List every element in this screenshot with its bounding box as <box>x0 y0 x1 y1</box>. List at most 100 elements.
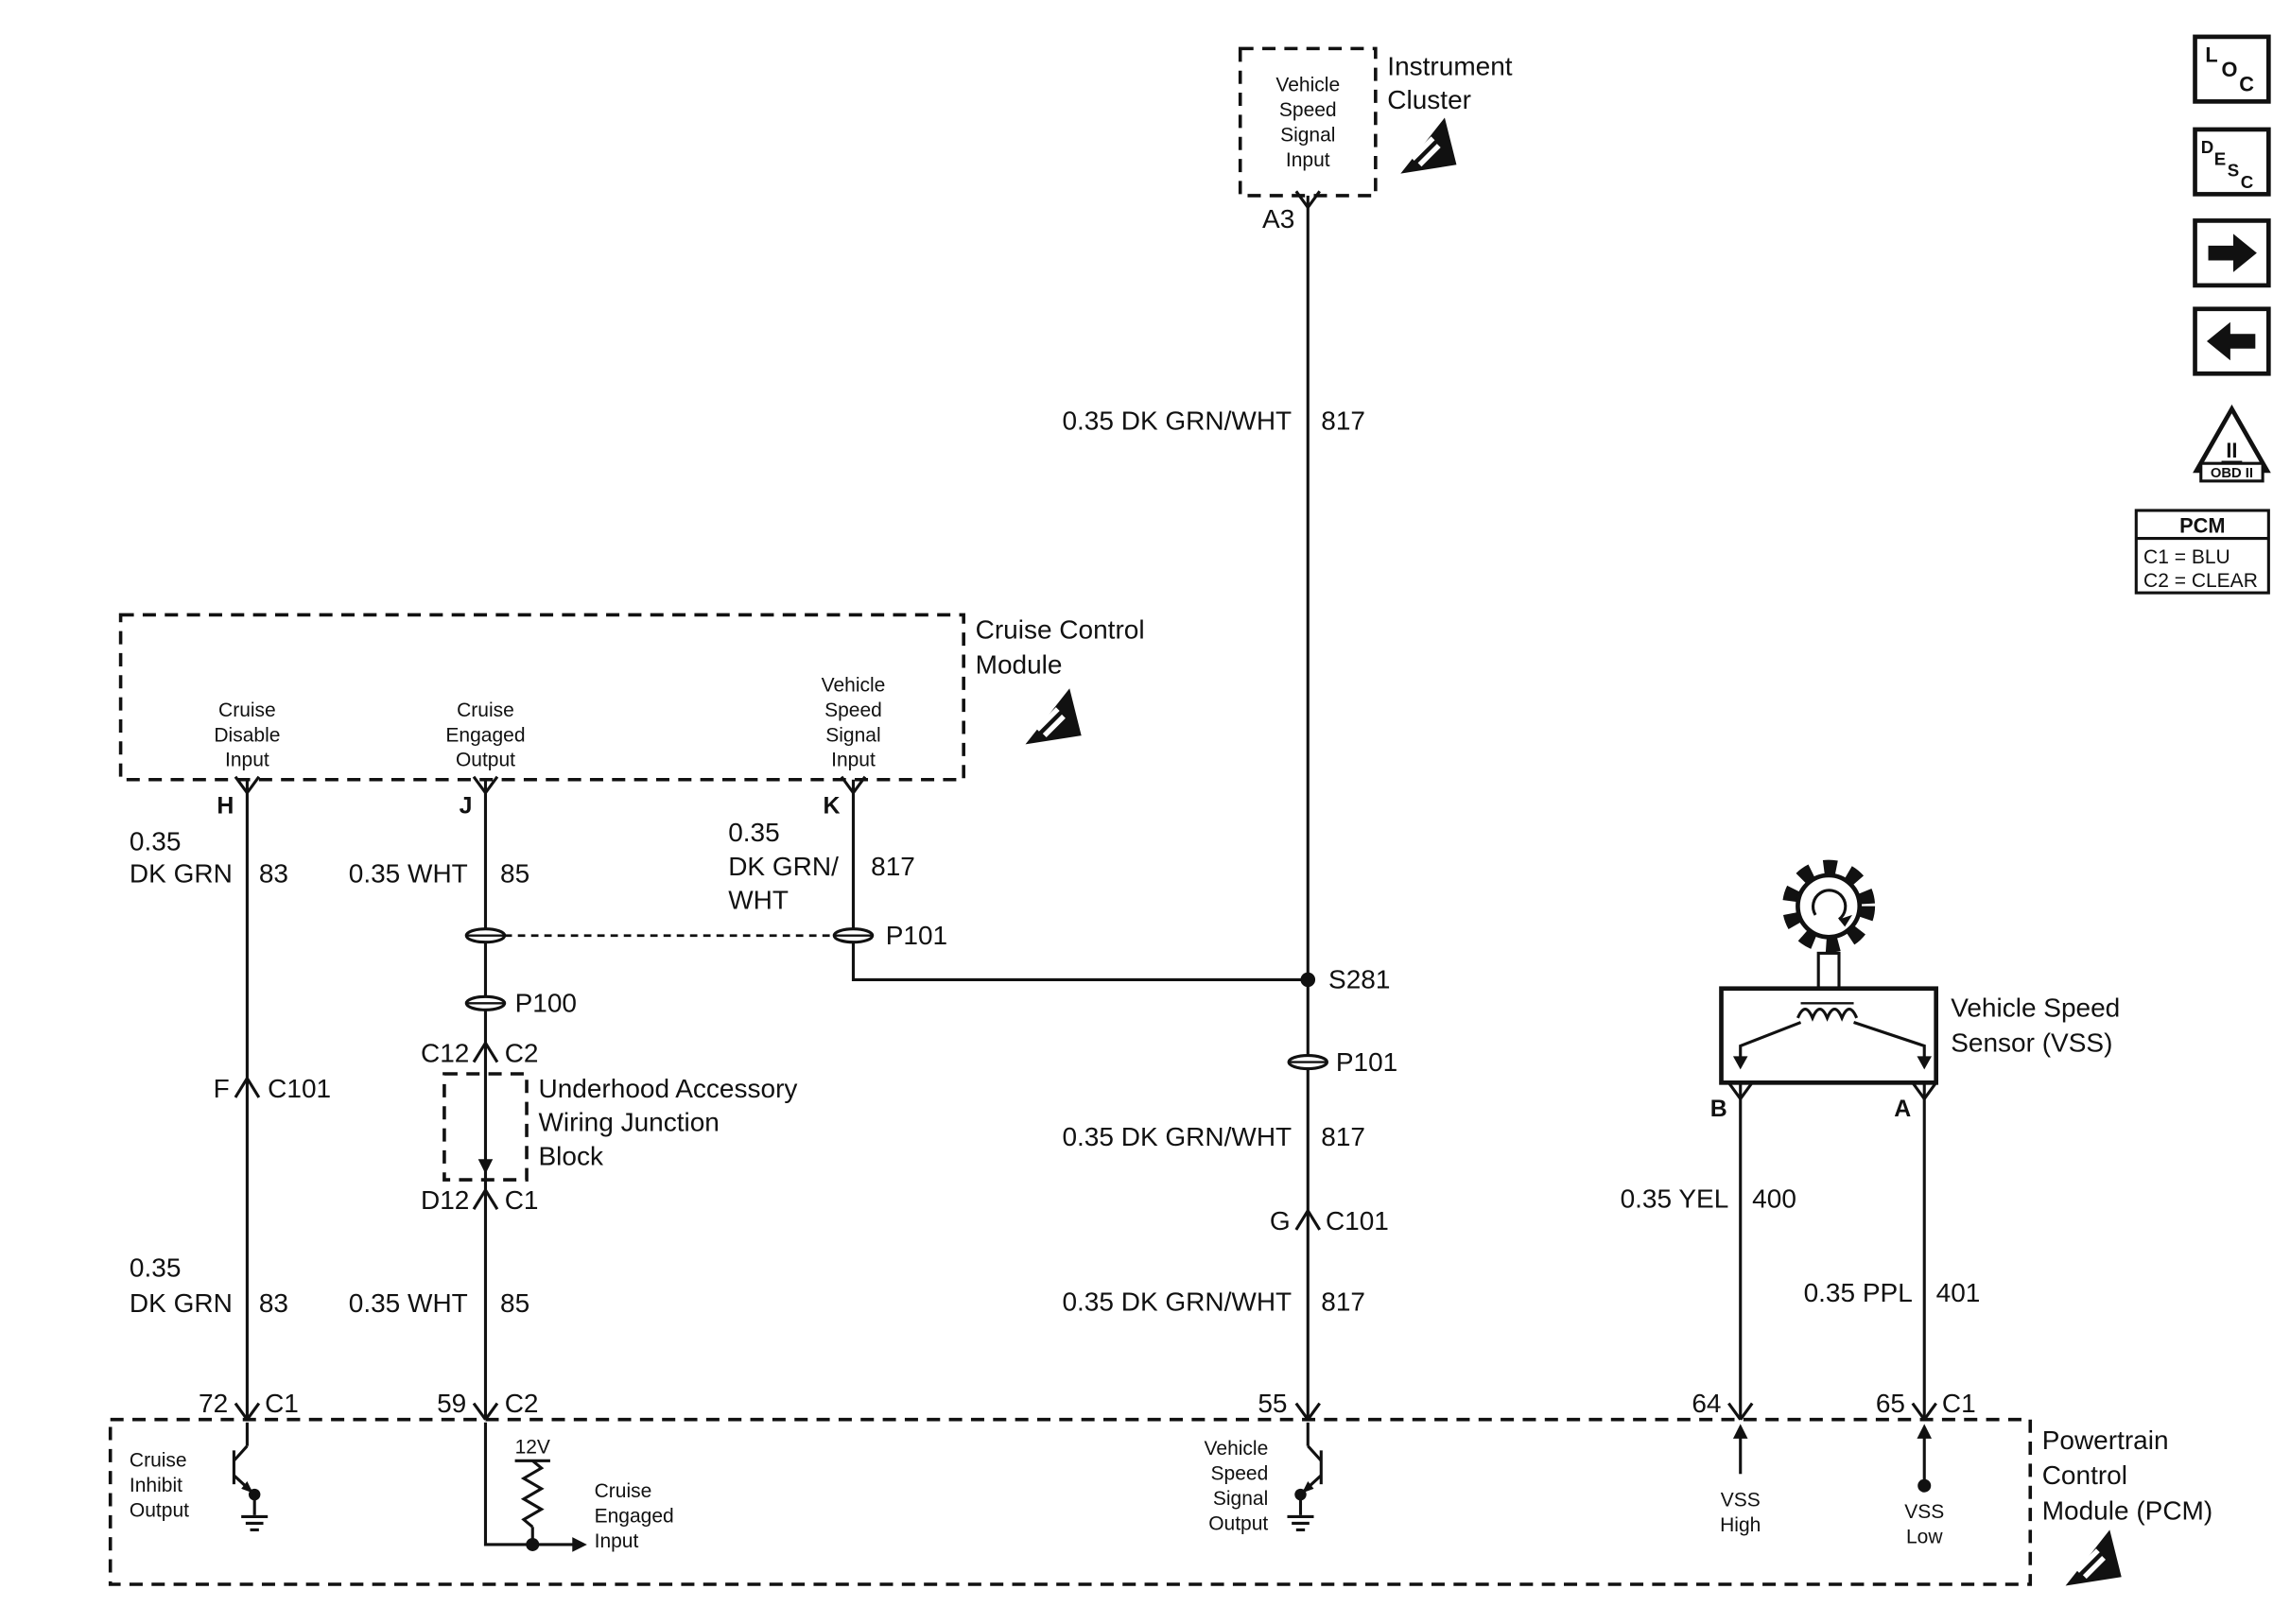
cruise-engaged-line3: Input <box>595 1530 639 1552</box>
vss-box <box>1719 986 1939 1085</box>
pin-65-conn: C1 <box>1942 1389 1976 1418</box>
wire-83-color-upper: DK GRN <box>130 859 233 889</box>
junction-block-arrow <box>477 1159 494 1174</box>
pin-h-label-line3: Input <box>225 750 269 771</box>
supply-12v-label: 12V <box>515 1436 550 1458</box>
pin-55-number: 55 <box>1258 1389 1287 1418</box>
loc-icon[interactable]: L O C <box>2193 34 2271 104</box>
connector-p101-k-label: P101 <box>886 921 947 950</box>
vss-lead-a-arrow <box>1917 1056 1933 1070</box>
connector-c101-f-label: C101 <box>268 1074 331 1103</box>
wire-85-label-upper: 0.35 WHT <box>349 859 468 889</box>
pin-72-number: 72 <box>199 1389 228 1418</box>
pcm-box <box>108 1417 2033 1586</box>
cruise-engaged-line2: Engaged <box>595 1506 674 1528</box>
wire-k-size: 0.35 <box>728 818 779 847</box>
wire-83-circuit-lower: 83 <box>259 1288 288 1318</box>
pin-b-letter: B <box>1710 1096 1727 1122</box>
vss-low-arrow <box>1917 1424 1933 1439</box>
wire-label-817-seg1: 0.35 DK GRN/WHT <box>1062 406 1292 435</box>
legend-column: L O C D E S C II OBD II PCM <box>2134 34 2271 595</box>
j-wire: 0.35 WHT 85 P100 C12 C2 Underhood Access… <box>349 779 835 1420</box>
desc-letter-c: C <box>2241 172 2253 192</box>
pin-k-label-line2: Speed <box>824 700 882 721</box>
pin-h-label-line1: Cruise <box>218 700 276 721</box>
loc-letter-o: O <box>2222 58 2238 81</box>
pin-j-label-line1: Cruise <box>457 700 514 721</box>
wire-label-817-seg3: 0.35 DK GRN/WHT <box>1062 1287 1292 1317</box>
pcm-title-line3: Module (PCM) <box>2042 1496 2212 1526</box>
vss-output-line4: Output <box>1208 1512 1268 1534</box>
wire-817-k-branch <box>851 779 1309 981</box>
h-wire: 0.35 DK GRN 83 F C101 0.35 DK GRN 83 <box>130 779 331 1420</box>
cruise-inhibit-line2: Inhibit <box>130 1475 182 1496</box>
cluster-signal-line1: Vehicle <box>1275 74 1340 95</box>
vss-output-line3: Signal <box>1213 1488 1268 1510</box>
desc-letter-d: D <box>2201 137 2213 157</box>
vss-low-line2: Low <box>1906 1526 1943 1547</box>
arrow-left-icon[interactable] <box>2193 306 2271 376</box>
cruise-engaged-line1: Cruise <box>595 1480 652 1502</box>
wire-83-size-lower: 0.35 <box>130 1253 181 1283</box>
loc-letter-c: C <box>2239 72 2254 95</box>
cluster-signal-line2: Speed <box>1279 99 1337 121</box>
junction-d12-label: D12 <box>421 1185 469 1215</box>
junction-title-line1: Underhood Accessory <box>538 1074 797 1103</box>
vss-output-line1: Vehicle <box>1205 1438 1269 1460</box>
vss-high-line1: VSS <box>1721 1490 1761 1512</box>
wire-circuit-817-seg1: 817 <box>1321 406 1365 435</box>
pin-k-letter: K <box>824 793 841 820</box>
wire-83-size-upper: 0.35 <box>130 826 181 855</box>
wire-85-circuit-lower: 85 <box>500 1288 529 1318</box>
vss-low-line1: VSS <box>1904 1501 1944 1523</box>
connector-c101-g-pin: G <box>1270 1206 1291 1235</box>
wire-k-color1: DK GRN/ <box>728 852 839 881</box>
connector-p100-label: P100 <box>515 989 577 1018</box>
connector-c101-f-pin: F <box>214 1074 230 1103</box>
desc-letter-e: E <box>2214 148 2226 168</box>
cluster-signal-line3: Signal <box>1280 124 1335 146</box>
wire-400-circuit: 400 <box>1752 1184 1796 1214</box>
pin-72-conn: C1 <box>265 1389 299 1418</box>
input-arrow-head <box>572 1537 587 1552</box>
cluster-signal-line4: Input <box>1286 149 1330 171</box>
wire-k-color2: WHT <box>728 886 789 915</box>
pin-59-number: 59 <box>437 1389 466 1418</box>
vss-high-line2: High <box>1720 1514 1761 1536</box>
vss-low-input: VSS Low <box>1904 1424 1944 1547</box>
obd-ii-icon[interactable]: II OBD II <box>2193 404 2271 483</box>
wire-401-label: 0.35 PPL <box>1804 1278 1913 1307</box>
splice-s281-label: S281 <box>1328 965 1390 994</box>
connector-p101-k-icon <box>832 927 875 944</box>
junction-c2-label: C2 <box>505 1039 539 1068</box>
vss-high-arrow <box>1732 1424 1748 1439</box>
main-signal-wire: 0.35 DK GRN/WHT 817 S281 P101 0.35 DK GR… <box>1062 195 1397 1420</box>
junction-c1-label: C1 <box>505 1185 539 1215</box>
pin-h-letter: H <box>217 793 234 820</box>
pcm-key-c2: C2 = CLEAR <box>2143 570 2258 592</box>
vss-lead-b-arrow <box>1732 1056 1748 1070</box>
cruise-control-module: Cruise Control Module Cruise Disable Inp… <box>118 613 1145 820</box>
pcm-key-c1: C1 = BLU <box>2143 546 2230 568</box>
cruise-inhibit-output: Cruise Inhibit Output <box>130 1423 268 1530</box>
vss-title-line2: Sensor (VSS) <box>1951 1028 2112 1058</box>
wire-401-circuit: 401 <box>1936 1278 1981 1307</box>
instrument-cluster-box <box>1238 46 1378 198</box>
vss-wires: 0.35 YEL 400 0.35 PPL 401 <box>1621 1082 1981 1420</box>
arrow-right-icon[interactable] <box>2193 218 2271 288</box>
cruise-inhibit-line1: Cruise <box>130 1449 187 1471</box>
pcm-title-line1: Powertrain <box>2042 1425 2169 1455</box>
coil-icon <box>1796 1008 1859 1022</box>
k-wire: 0.35 DK GRN/ WHT 817 P101 <box>728 779 1309 981</box>
cruise-title-line2: Module <box>976 650 1063 680</box>
wire-85-label-lower: 0.35 WHT <box>349 1288 468 1318</box>
wire-circuit-817-seg3: 817 <box>1321 1287 1365 1317</box>
desc-icon[interactable]: D E S C <box>2193 127 2271 197</box>
resistor-icon <box>520 1460 545 1529</box>
wire-83-circuit-upper: 83 <box>259 859 288 889</box>
pin-59-internal-wire <box>483 1422 533 1546</box>
vss-stem <box>1816 951 1841 991</box>
pin-j-label-line3: Output <box>456 750 515 771</box>
wire-k-circuit: 817 <box>871 852 915 881</box>
